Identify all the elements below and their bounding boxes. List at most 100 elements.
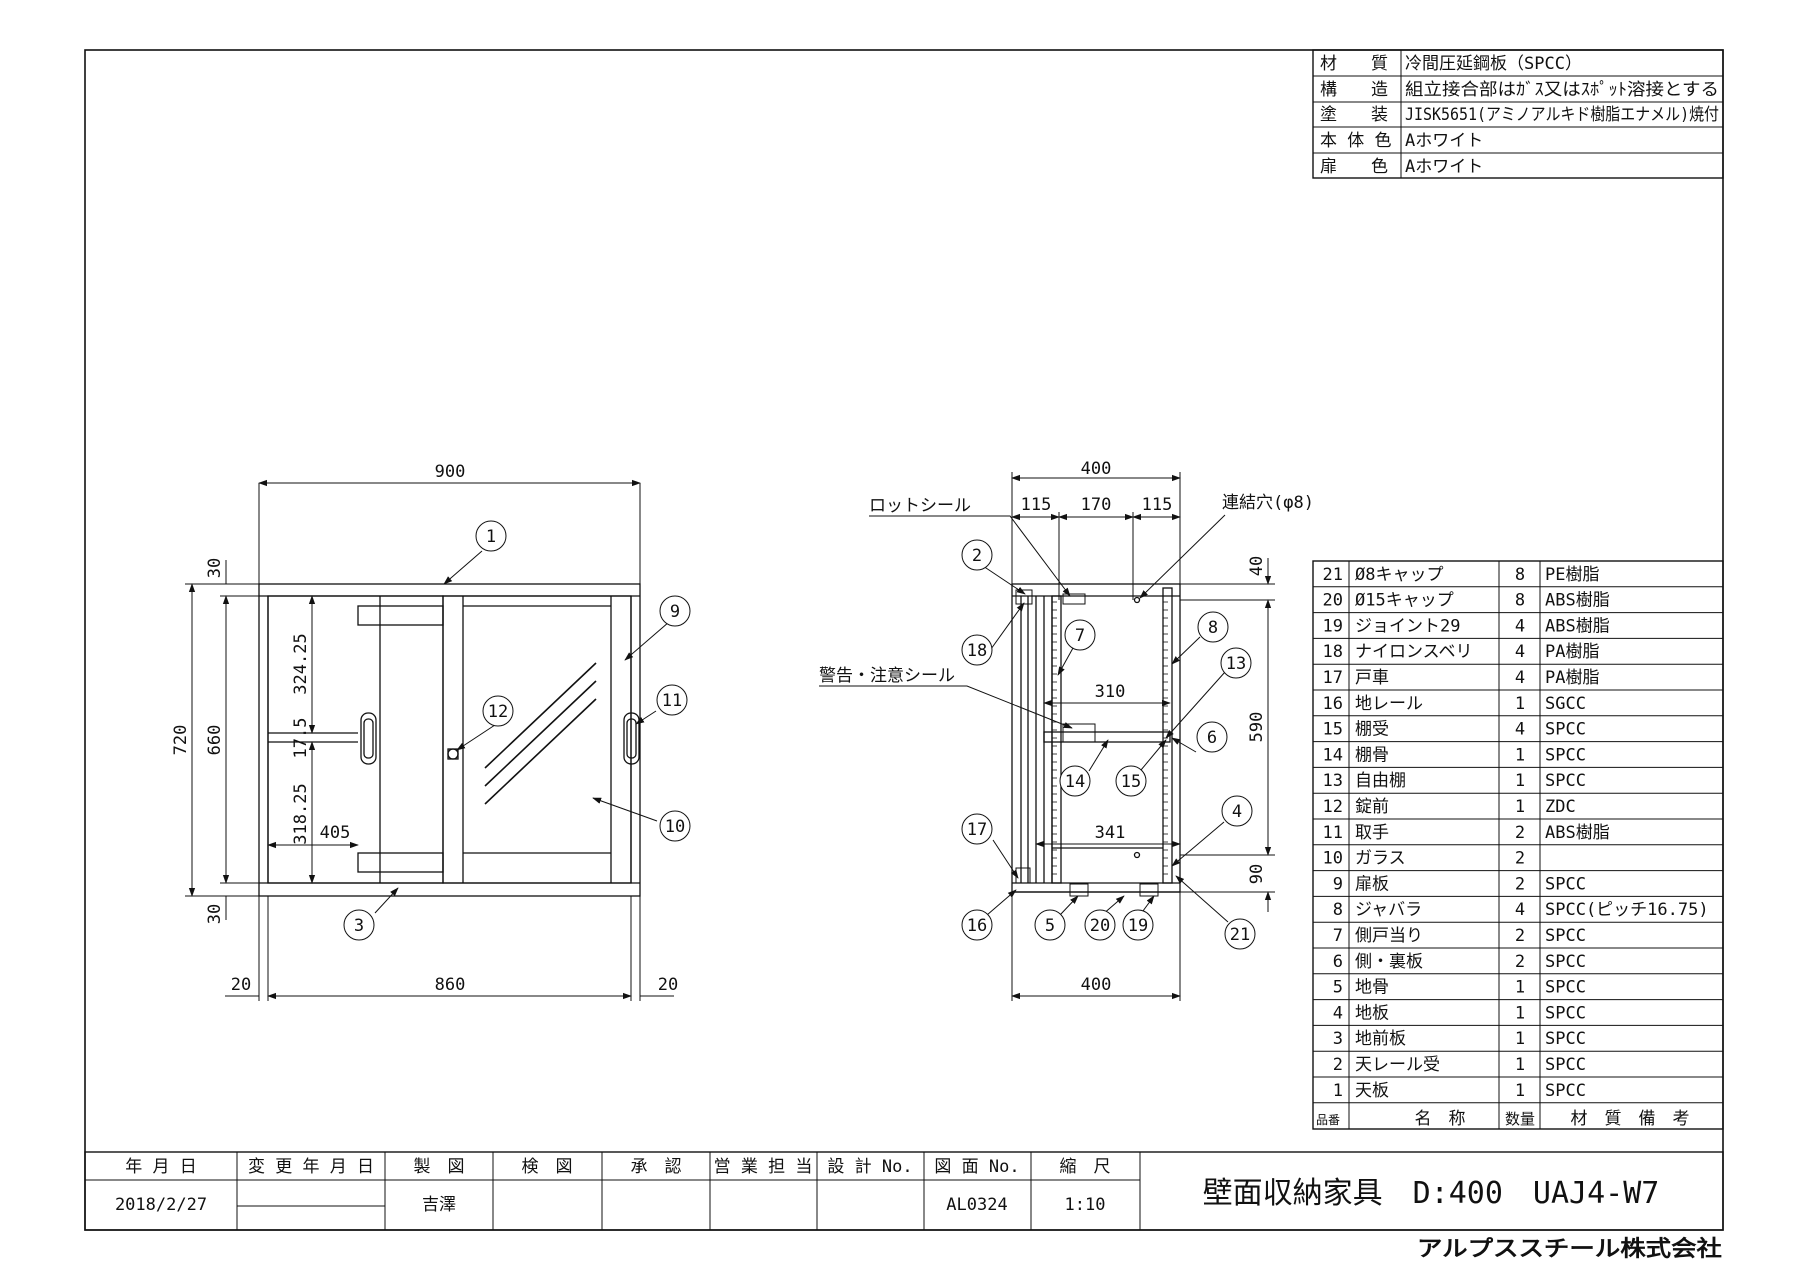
company-logo: アルプススチール株式会社: [1417, 1236, 1722, 1262]
dim-front-660: 660: [205, 725, 225, 756]
side-cabinet-outline: [1011, 583, 1181, 893]
part-name: 錠前: [1355, 797, 1389, 817]
drawing-title: 壁面収納家具 D:400 UAJ4-W7: [1203, 1176, 1660, 1211]
side-view: [1011, 583, 1181, 897]
tb-header-checker: 検 図: [522, 1157, 573, 1177]
part-qty: 2: [1515, 874, 1525, 894]
part-qty: 1: [1515, 771, 1525, 791]
part-no: 15: [1323, 720, 1343, 740]
spec-value-body-color: Aホワイト: [1405, 131, 1483, 151]
part-material: SPCC: [1545, 720, 1586, 740]
part-name: 自由棚: [1355, 771, 1406, 791]
part-no: 12: [1323, 797, 1343, 817]
part-material: SPCC: [1545, 745, 1586, 765]
svg-text:3: 3: [354, 916, 364, 936]
part-no: 20: [1323, 591, 1343, 611]
handle-right: [623, 712, 640, 765]
part-name: 棚受: [1355, 720, 1389, 740]
front-dim-labels: 900 860 20 20 720 660 30 30 324.25 17.5 …: [171, 462, 678, 995]
part-qty: 4: [1515, 720, 1525, 740]
svg-text:9: 9: [670, 602, 680, 622]
part-qty: 2: [1515, 926, 1525, 946]
part-row: 15 棚受 4 SPCC: [1323, 720, 1586, 740]
dim-front-900: 900: [435, 462, 466, 482]
svg-text:16: 16: [967, 916, 987, 936]
part-qty: 2: [1515, 952, 1525, 972]
part-material: ABS樹脂: [1545, 823, 1610, 843]
dim-front-17: 17.5: [291, 718, 311, 759]
part-material: SPCC: [1545, 1029, 1586, 1049]
part-material: ABS樹脂: [1545, 616, 1610, 636]
svg-text:11: 11: [662, 691, 682, 711]
part-no: 10: [1323, 849, 1343, 869]
part-no: 16: [1323, 694, 1343, 714]
svg-text:13: 13: [1226, 654, 1246, 674]
part-no: 17: [1323, 668, 1343, 688]
part-qty: 1: [1515, 1003, 1525, 1023]
dim-side-310: 310: [1095, 682, 1126, 702]
balloon-side-20: 20: [1084, 909, 1116, 941]
balloon-side-21: 21: [1224, 918, 1256, 950]
tb-value-scale: 1:10: [1065, 1195, 1106, 1215]
part-no: 2: [1333, 1055, 1343, 1075]
part-material: PA樹脂: [1545, 642, 1599, 662]
side-dimensions: [1011, 472, 1275, 1001]
svg-text:7: 7: [1075, 626, 1085, 646]
part-material: SPCC: [1545, 952, 1586, 972]
balloon-side-17: 17: [961, 813, 993, 845]
label-connect-hole: 連結穴(φ8): [1222, 493, 1314, 513]
side-leaders: [819, 514, 1229, 923]
balloon-side-2: 2: [961, 539, 993, 571]
lock-front: [447, 748, 459, 760]
handle-left: [360, 712, 377, 765]
part-qty: 2: [1515, 849, 1525, 869]
part-qty: 1: [1515, 978, 1525, 998]
part-qty: 1: [1515, 1055, 1525, 1075]
part-name: Ø15キャップ: [1355, 591, 1454, 611]
part-name: 地骨: [1355, 978, 1389, 998]
part-material: SPCC: [1545, 978, 1586, 998]
svg-text:1: 1: [486, 527, 496, 547]
part-no: 14: [1323, 745, 1343, 765]
part-qty: 4: [1515, 642, 1525, 662]
svg-text:2: 2: [972, 546, 982, 566]
dim-side-40: 40: [1247, 556, 1267, 576]
dim-side-115-right: 115: [1142, 495, 1173, 515]
part-name: ジャバラ: [1355, 900, 1422, 920]
part-material: SPCC: [1545, 926, 1586, 946]
svg-text:12: 12: [488, 702, 508, 722]
part-no: 6: [1333, 952, 1343, 972]
part-qty: 1: [1515, 797, 1525, 817]
part-no: 11: [1323, 823, 1343, 843]
part-material: ZDC: [1545, 797, 1576, 817]
part-row: 12 錠前 1 ZDC: [1323, 797, 1576, 817]
part-qty: 1: [1515, 1081, 1525, 1101]
svg-text:4: 4: [1232, 802, 1242, 822]
tb-header-design-no: 設 計 No.: [827, 1157, 912, 1177]
tb-header-sales: 営 業 担 当: [714, 1157, 813, 1177]
tb-header-scale: 縮 尺: [1060, 1157, 1111, 1177]
part-no: 18: [1323, 642, 1343, 662]
parts-header-name: 名 称: [1415, 1109, 1466, 1129]
dim-front-324: 324.25: [291, 633, 311, 694]
svg-text:14: 14: [1065, 772, 1085, 792]
part-material: SPCC: [1545, 771, 1586, 791]
spec-label-coating: 塗 装: [1320, 104, 1388, 125]
part-qty: 4: [1515, 616, 1525, 636]
part-name: 棚骨: [1355, 745, 1389, 765]
balloon-side-18: 18: [961, 634, 993, 666]
balloon-front-10: 10: [659, 810, 691, 842]
dim-side-90: 90: [1247, 864, 1267, 884]
spec-label-material: 材 質: [1320, 54, 1388, 74]
